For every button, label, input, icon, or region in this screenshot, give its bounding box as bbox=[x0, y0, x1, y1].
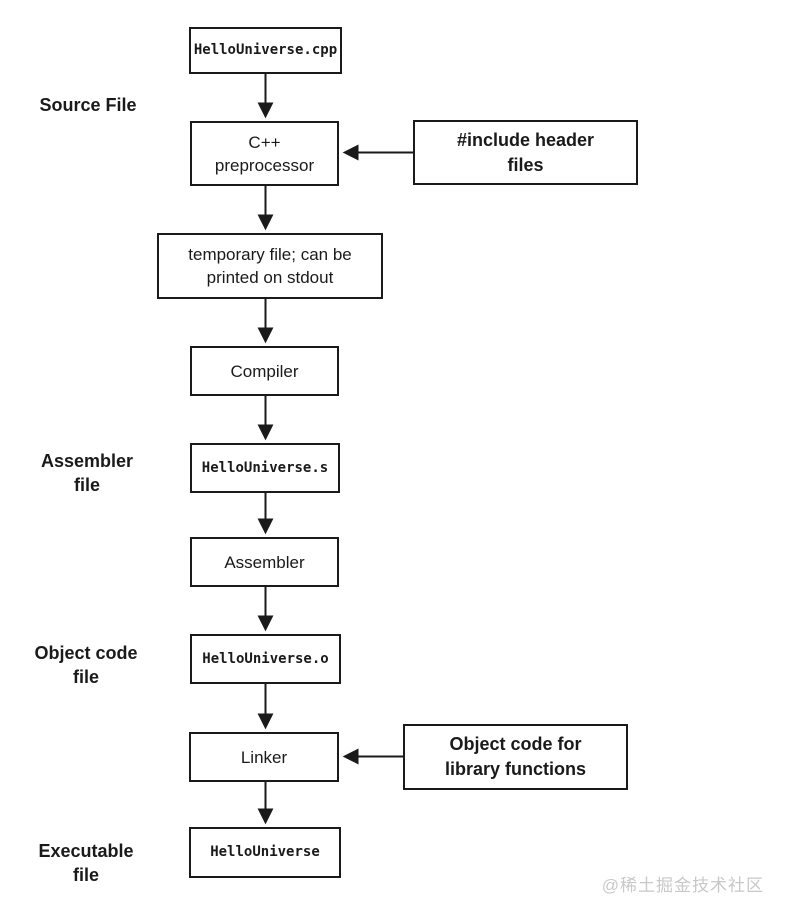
node-object-file: HelloUniverse.o bbox=[190, 634, 341, 684]
node-label: HelloUniverse bbox=[210, 844, 320, 860]
node-label: temporary file; can be bbox=[188, 245, 352, 264]
node-executable-file: HelloUniverse bbox=[189, 827, 341, 878]
node-label: C++ bbox=[248, 132, 281, 152]
node-linker: Linker bbox=[189, 732, 339, 782]
node-assembler-file: HelloUniverse.s bbox=[190, 443, 340, 493]
label-text: Executable bbox=[38, 841, 134, 861]
label-text: file bbox=[73, 475, 100, 495]
label-text: Assembler bbox=[40, 451, 134, 471]
node-label: HelloUniverse.o bbox=[202, 650, 329, 667]
node-label: Linker bbox=[240, 747, 288, 767]
label-executable-file: Executable file bbox=[16, 839, 156, 887]
node-compiler: Compiler bbox=[190, 346, 339, 396]
node-label: Assembler bbox=[224, 552, 305, 572]
node-label: printed on stdout bbox=[206, 268, 334, 287]
node-label: HelloUniverse.s bbox=[201, 459, 329, 476]
node-label: preprocessor bbox=[214, 155, 315, 175]
node-library-objects: Object code for library functions bbox=[403, 724, 628, 790]
community-watermark: @稀土掘金技术社区 bbox=[601, 876, 764, 895]
node-label: Object code for bbox=[449, 734, 582, 754]
node-label: library functions bbox=[444, 759, 587, 779]
node-include-headers: #include header files bbox=[413, 120, 638, 185]
label-source-file: Source File bbox=[18, 93, 158, 117]
node-label: Compiler bbox=[230, 361, 299, 381]
node-temp-file: temporary file; can be printed on stdout bbox=[157, 233, 383, 299]
node-source-file: HelloUniverse.cpp bbox=[189, 27, 342, 74]
label-text: Object code bbox=[34, 643, 138, 663]
label-assembler-file: Assembler file bbox=[17, 449, 157, 497]
node-label: files bbox=[507, 154, 544, 175]
label-text: file bbox=[72, 667, 99, 687]
node-assembler: Assembler bbox=[190, 537, 339, 587]
node-label: HelloUniverse.cpp bbox=[193, 42, 338, 58]
label-text: file bbox=[72, 865, 99, 885]
node-preprocessor: C++ preprocessor bbox=[190, 121, 339, 186]
label-object-code-file: Object code file bbox=[16, 641, 156, 689]
label-text: Source File bbox=[39, 95, 137, 115]
node-label: #include header bbox=[456, 129, 595, 150]
